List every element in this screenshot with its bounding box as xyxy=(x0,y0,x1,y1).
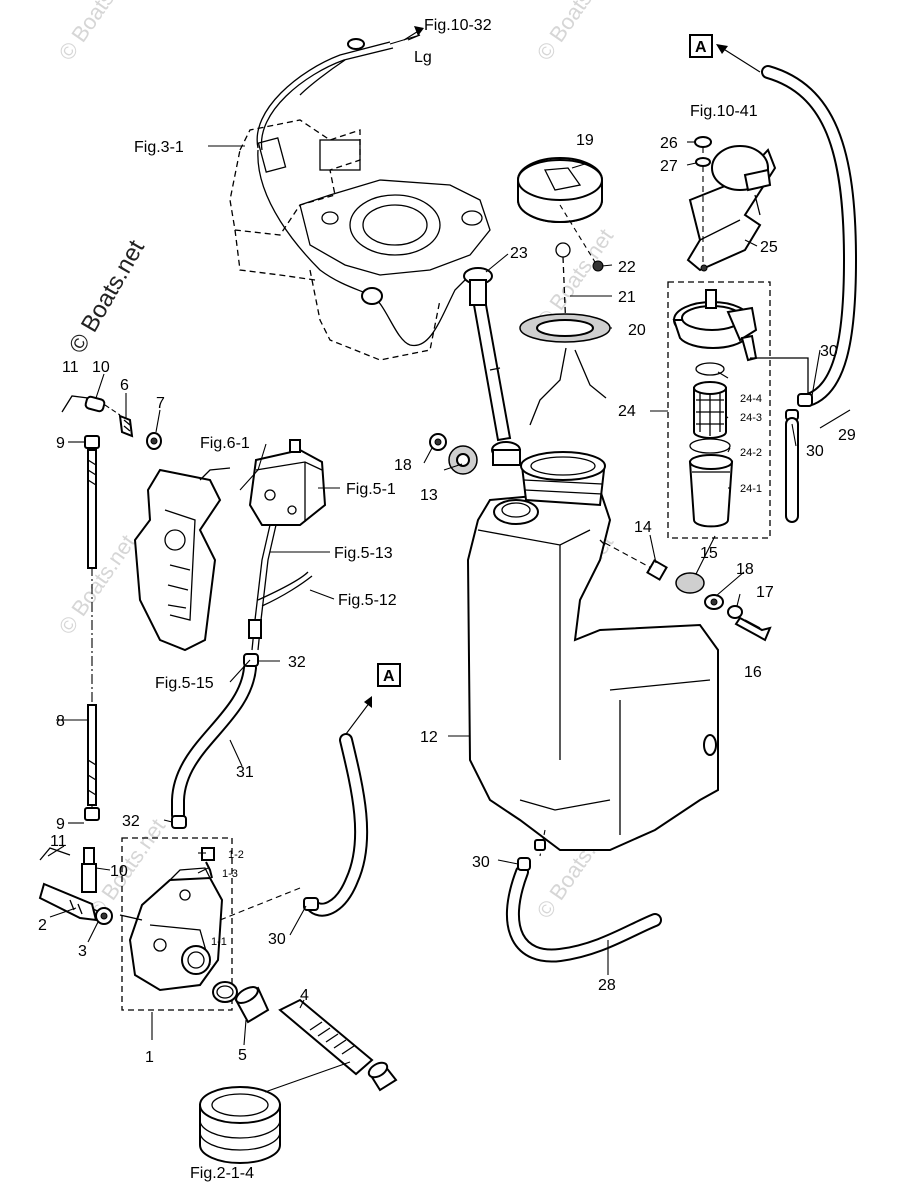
hose-center-a xyxy=(219,733,369,921)
callout-11-bottom: 11 xyxy=(50,833,67,850)
drive-shaft xyxy=(234,986,398,1092)
callout-18-left: 18 xyxy=(394,457,412,474)
connector-a-mid: A xyxy=(377,663,401,687)
engine-block-outline xyxy=(229,119,491,361)
callout-10-bottom: 10 xyxy=(110,863,128,880)
callout-20: 20 xyxy=(628,322,646,339)
lg-wire-label: Lg xyxy=(414,49,432,66)
callout-26: 26 xyxy=(660,135,678,152)
connector-a-mid-label: A xyxy=(383,668,395,685)
rod-end-bottom xyxy=(38,847,113,925)
callout-24-2: 24-2 xyxy=(740,447,762,459)
strainer-gasket xyxy=(519,313,611,426)
filler-cap xyxy=(517,157,604,272)
callout-18-right: 18 xyxy=(736,561,754,578)
callout-12: 12 xyxy=(420,729,438,746)
callout-9-top: 9 xyxy=(56,435,65,452)
watermark-1: © Boats.net xyxy=(54,0,141,65)
leader-lines xyxy=(47,34,851,1046)
fig-6-1-label: Fig.6-1 xyxy=(200,435,250,452)
level-sensor xyxy=(463,267,521,466)
wire-harness xyxy=(256,34,471,347)
oil-pump-upper xyxy=(248,439,327,651)
filter-bracket xyxy=(686,136,777,272)
connector-a-top: A xyxy=(689,34,713,58)
pump-bracket xyxy=(133,467,231,652)
callout-32-top: 32 xyxy=(288,654,306,671)
callout-19: 19 xyxy=(576,132,594,149)
arrow-to-a-top xyxy=(716,44,761,73)
callout-14: 14 xyxy=(634,519,652,536)
fig-10-32-label: Fig.10-32 xyxy=(424,17,492,34)
callout-1-3: 1-3 xyxy=(222,868,238,880)
callout-30-tank: 30 xyxy=(472,854,490,871)
callout-11-top: 11 xyxy=(62,359,79,376)
fig-3-1-label: Fig.3-1 xyxy=(134,139,184,156)
callout-21: 21 xyxy=(618,289,636,306)
callout-3: 3 xyxy=(78,943,87,960)
callout-32-bottom: 32 xyxy=(122,813,140,830)
hose-29 xyxy=(761,65,858,407)
callout-16: 16 xyxy=(744,664,762,681)
callout-2: 2 xyxy=(38,917,47,934)
callout-4: 4 xyxy=(300,987,309,1004)
callout-1-1: 1-1 xyxy=(211,936,227,948)
callout-1: 1 xyxy=(145,1049,154,1066)
hose-28 xyxy=(506,829,662,963)
fig-2-1-4-label: Fig.2-1-4 xyxy=(190,1165,254,1182)
callout-1-2: 1-2 xyxy=(228,849,244,861)
right-side-fittings xyxy=(604,542,772,642)
callout-28: 28 xyxy=(598,977,616,994)
callout-30-right-top: 30 xyxy=(820,343,838,360)
callout-24: 24 xyxy=(618,403,636,420)
figure-reference-labels: Fig.10-32 Lg Fig.3-1 Fig.10-41 Fig.6-1 F… xyxy=(134,17,758,1182)
callout-10-top: 10 xyxy=(92,359,110,376)
callout-25: 25 xyxy=(760,239,778,256)
hose-29-fittings xyxy=(750,357,813,421)
callout-15: 15 xyxy=(700,545,718,562)
fig-5-1-label: Fig.5-1 xyxy=(346,481,396,498)
fig-5-15-label: Fig.5-15 xyxy=(155,675,214,692)
callout-17: 17 xyxy=(756,584,774,601)
callout-30-right-bottom: 30 xyxy=(806,443,824,460)
callout-30-mid: 30 xyxy=(268,931,286,948)
callout-24-4: 24-4 xyxy=(740,393,762,405)
callout-23: 23 xyxy=(510,245,528,262)
callout-13: 13 xyxy=(420,487,438,504)
arrow-to-a-mid xyxy=(345,696,372,735)
callout-27: 27 xyxy=(660,158,678,175)
watermark-dark: © Boats.net xyxy=(64,235,150,358)
oil-tank xyxy=(466,451,719,851)
callout-7: 7 xyxy=(156,395,165,412)
washer-and-grommet-left xyxy=(429,433,478,475)
watermark-2: © Boats.net xyxy=(532,0,619,65)
drive-rod xyxy=(84,435,100,821)
callout-22: 22 xyxy=(618,259,636,276)
fig-5-12-label: Fig.5-12 xyxy=(338,592,397,609)
connector-a-top-label: A xyxy=(695,39,707,56)
callout-31: 31 xyxy=(236,764,254,781)
rod-end-top xyxy=(61,395,162,450)
bushing-gear xyxy=(199,1061,351,1164)
callout-29: 29 xyxy=(838,427,856,444)
callout-9-bottom: 9 xyxy=(56,816,65,833)
filter-assembly xyxy=(667,281,771,539)
part-callouts: 1 1-1 1-2 1-3 2 3 4 5 6 7 8 9 9 10 10 11… xyxy=(38,132,856,1066)
callout-8: 8 xyxy=(56,713,65,730)
fig-5-13-label: Fig.5-13 xyxy=(334,545,393,562)
callout-6: 6 xyxy=(120,377,129,394)
callout-24-1: 24-1 xyxy=(740,483,762,495)
callout-5: 5 xyxy=(238,1047,247,1064)
fig-10-41-label: Fig.10-41 xyxy=(690,103,758,120)
arrow-to-fig-10-32 xyxy=(403,26,424,41)
callout-24-3: 24-3 xyxy=(740,412,762,424)
oil-pump-assembly xyxy=(119,837,238,1011)
